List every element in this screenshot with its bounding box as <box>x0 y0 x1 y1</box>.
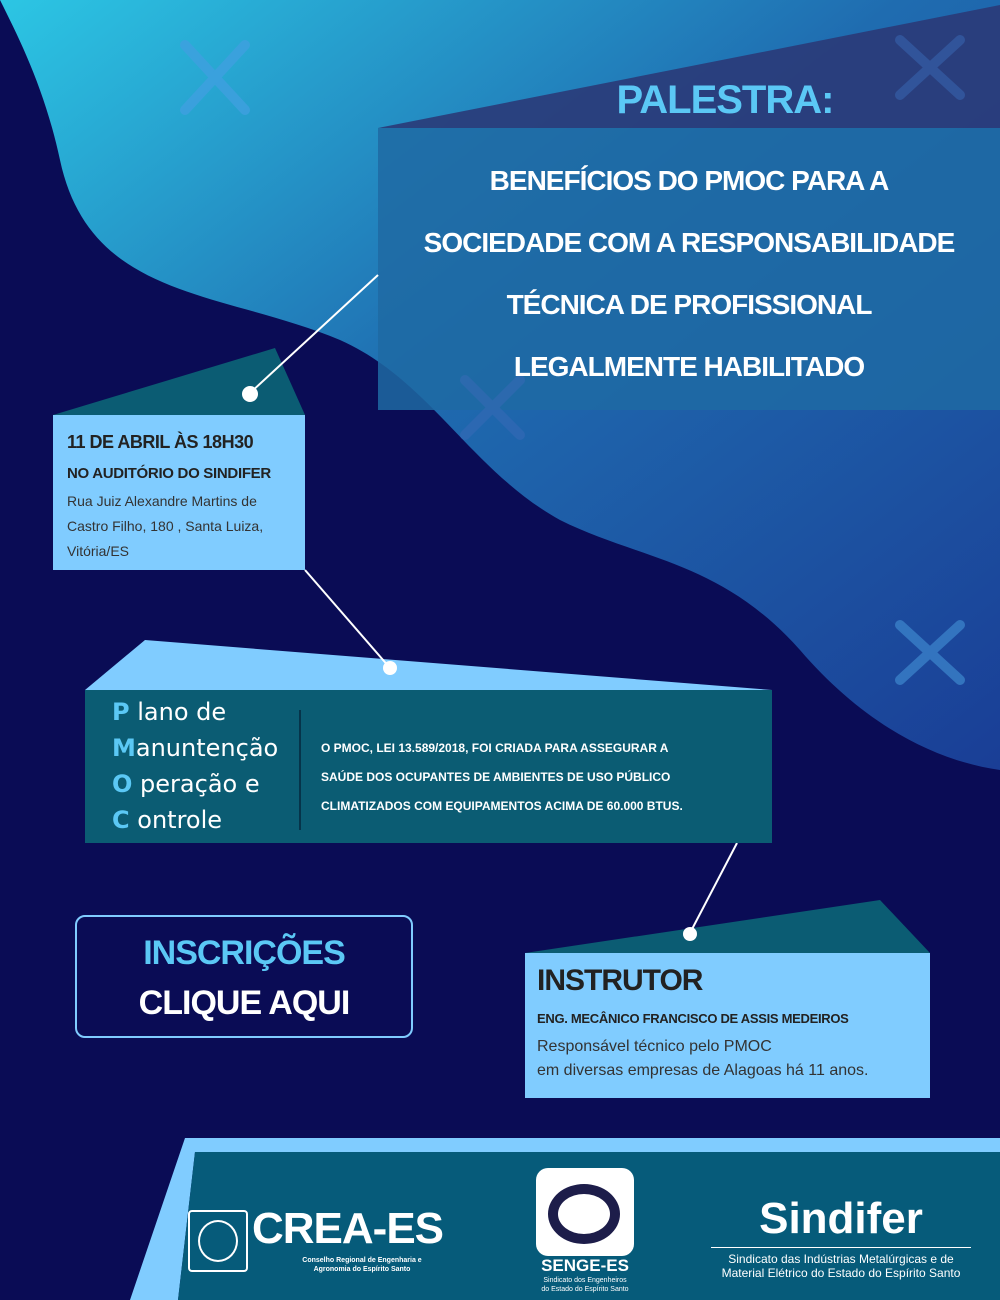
title-cap <box>378 5 1000 128</box>
pmoc-acronym: P lano de Manuntenção O peração e C ontr… <box>112 698 279 834</box>
senge-name: SENGE-ES <box>541 1256 629 1275</box>
senge-emblem-icon <box>548 1184 620 1244</box>
pmoc-box: P lano de Manuntenção O peração e C ontr… <box>85 690 772 843</box>
registration-button[interactable]: INSCRIÇÕES CLIQUE AQUI <box>75 915 413 1038</box>
instructor-heading: INSTRUTOR <box>537 964 703 997</box>
wrench-cross-icon <box>895 620 965 685</box>
crea-logo: CREA-ES Conselho Regional de Engenharia … <box>188 1204 468 1274</box>
registration-cta: CLIQUE AQUI <box>138 984 351 1022</box>
event-info-box: 11 DE ABRIL ÀS 18H30 NO AUDITÓRIO DO SIN… <box>53 415 305 570</box>
crea-emblem-icon <box>188 1210 248 1272</box>
instructor-box: INSTRUTOR ENG. MECÂNICO FRANCISCO DE ASS… <box>525 953 930 1098</box>
sindifer-name: Sindifer <box>759 1194 923 1243</box>
event-box-cap <box>53 348 305 415</box>
event-venue: NO AUDITÓRIO DO SINDIFER <box>67 465 271 482</box>
title-line: TÉCNICA DE PROFISSIONAL <box>506 289 873 320</box>
divider <box>299 710 301 830</box>
wrench-cross-icon <box>460 35 965 440</box>
sindifer-subtitle: Sindicato das Indústrias Metalúrgicas e … <box>721 1252 961 1280</box>
instructor-name: ENG. MECÂNICO FRANCISCO DE ASSIS MEDEIRO… <box>537 1011 849 1026</box>
pmoc-description: O PMOC, LEI 13.589/2018, FOI CRIADA PARA… <box>321 741 683 813</box>
instructor-box-cap <box>525 900 930 953</box>
title-line: LEGALMENTE HABILITADO <box>513 351 865 382</box>
pmoc-box-cap <box>85 640 772 690</box>
registration-label: INSCRIÇÕES <box>143 934 346 972</box>
sindifer-logo: Sindifer Sindicato das Indústrias Metalú… <box>705 1195 977 1280</box>
crea-name: CREA-ES <box>252 1204 444 1253</box>
title-line: SOCIEDADE COM A RESPONSABILIDADE <box>423 227 956 258</box>
title-panel-bg <box>378 128 1000 410</box>
event-date: 11 DE ABRIL ÀS 18H30 <box>67 432 254 452</box>
kicker: PALESTRA: <box>616 78 835 122</box>
wrench-cross-icon <box>180 40 250 115</box>
title-line: BENEFÍCIOS DO PMOC PARA A <box>489 165 890 196</box>
